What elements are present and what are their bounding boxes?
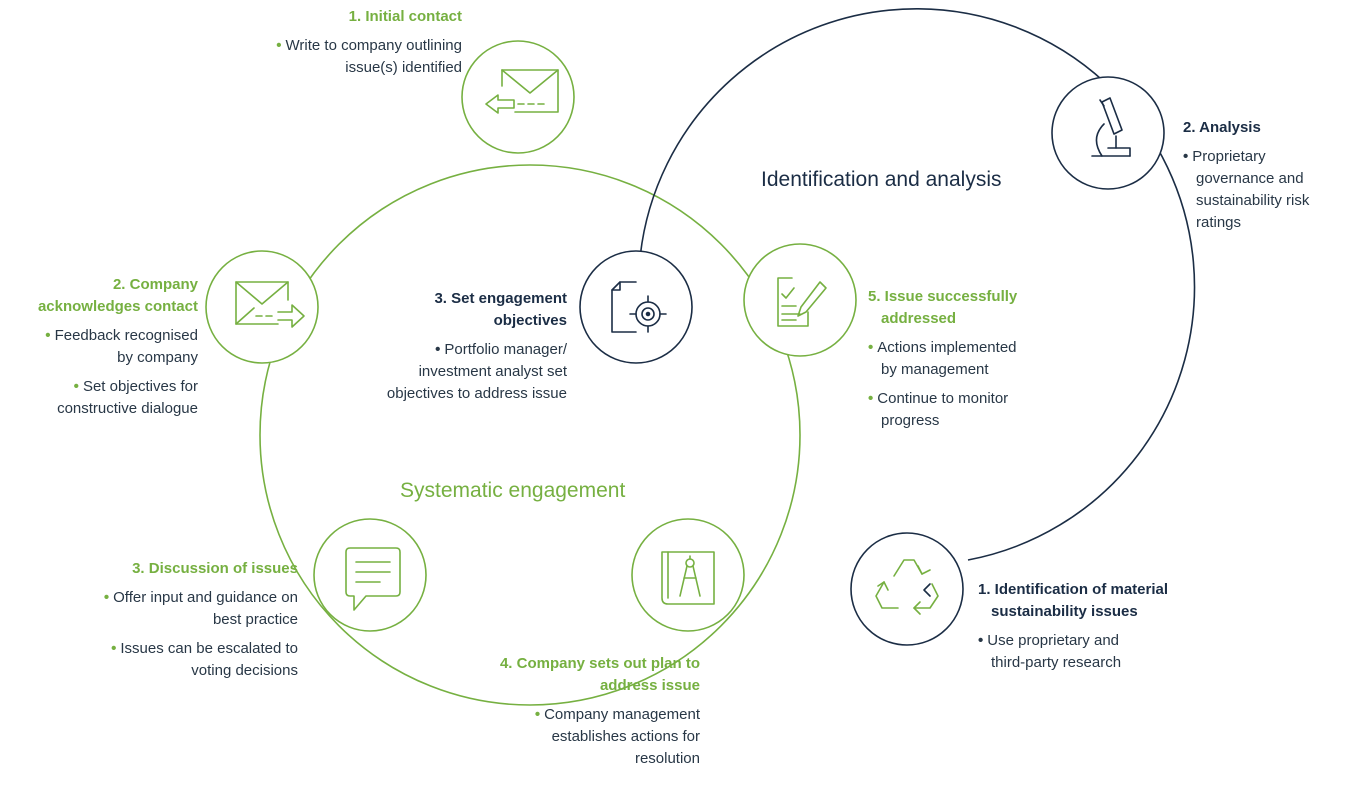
acknowledges-text: 2. Company acknowledges contact •Feedbac… — [0, 274, 198, 420]
bullet-text: progress — [881, 412, 940, 429]
step-title: acknowledges contact — [37, 298, 198, 315]
step-title: 1. Initial contact — [348, 8, 462, 25]
engagement-cycle-title: Systematic engagement — [400, 479, 626, 502]
bullet-text: by company — [117, 349, 198, 366]
resolved-text: 5. Issue successfully addressed •Actions… — [868, 286, 1088, 432]
initial-contact-text: 1. Initial contact •Write to company out… — [202, 6, 462, 79]
blueprint-compass-icon — [661, 551, 715, 605]
step-bullet: •Portfolio manager/ investment analyst s… — [327, 339, 567, 405]
step-bullet: •Proprietary governance and sustainabili… — [1183, 146, 1348, 234]
step-bullet: •Write to company outlining issue(s) ide… — [202, 35, 462, 79]
step-bullet: •Company management establishes actions … — [440, 704, 700, 770]
bullet-text: Continue to monitor — [877, 390, 1009, 407]
bullet-text: issue(s) identified — [345, 59, 462, 76]
initial-contact-node — [461, 40, 575, 154]
bullet-text: Use proprietary and — [987, 632, 1119, 649]
bullet-text: Issues can be escalated to — [120, 640, 298, 657]
step-title: sustainability issues — [991, 603, 1138, 620]
step-title: 1. Identification of material — [978, 581, 1169, 598]
resolved-node — [743, 243, 857, 357]
bullet-text: resolution — [634, 750, 700, 767]
bullet-text: Offer input and guidance on — [113, 589, 298, 606]
bullet-text: Company management — [544, 706, 700, 723]
objectives-text: 3. Set engagement objectives •Portfolio … — [327, 288, 567, 405]
step-title: 2. Analysis — [1183, 119, 1261, 136]
bullet-text: Proprietary — [1192, 148, 1266, 165]
plan-node — [631, 518, 745, 632]
step-title: 5. Issue successfully — [868, 288, 1018, 305]
acknowledges-node — [205, 250, 319, 364]
recycle-icon — [875, 559, 939, 615]
bullet-text: governance and — [1196, 170, 1304, 187]
bullet-text: constructive dialogue — [57, 400, 198, 417]
step-title: 3. Discussion of issues — [132, 560, 298, 577]
speech-bubble-icon — [345, 547, 401, 611]
discussion-text: 3. Discussion of issues •Offer input and… — [38, 558, 298, 682]
step-bullet: •Use proprietary and third-party researc… — [978, 630, 1238, 674]
discussion-node — [313, 518, 427, 632]
step-bullet: •Feedback recognised by company — [0, 325, 198, 369]
step-bullet: •Actions implemented by management — [868, 337, 1088, 381]
step-bullet: •Offer input and guidance on best practi… — [38, 587, 298, 631]
step-title: addressed — [881, 310, 957, 327]
identification-text: 1. Identification of material sustainabi… — [978, 579, 1238, 674]
identification-node — [850, 532, 964, 646]
engagement-cycle-ring — [259, 164, 801, 706]
bullet-text: ratings — [1196, 214, 1242, 231]
envelope-outgoing-icon — [235, 281, 305, 328]
step-title: objectives — [493, 312, 567, 329]
bullet-text: Actions implemented — [877, 339, 1017, 356]
bullet-text: voting decisions — [191, 662, 298, 679]
step-title: 2. Company — [112, 276, 198, 293]
bullet-text: best practice — [212, 611, 298, 628]
document-target-icon — [611, 281, 667, 333]
bullet-text: by management — [881, 361, 989, 378]
objectives-node — [579, 250, 693, 364]
plan-text: 4. Company sets out plan to address issu… — [440, 653, 700, 770]
step-bullet: •Continue to monitor progress — [868, 388, 1088, 432]
analysis-node — [1051, 76, 1165, 190]
step-title: 3. Set engagement — [434, 290, 567, 307]
step-title: 4. Company sets out plan to — [499, 655, 700, 672]
checklist-pen-icon — [777, 277, 827, 327]
analysis-text: 2. Analysis •Proprietary governance and … — [1183, 117, 1348, 234]
bullet-text: objectives to address issue — [386, 385, 567, 402]
bullet-text: Feedback recognised — [54, 327, 198, 344]
bullet-text: Write to company outlining — [285, 37, 462, 54]
bullet-text: establishes actions for — [551, 728, 700, 745]
step-bullet: •Issues can be escalated to voting decis… — [38, 638, 298, 682]
bullet-text: investment analyst set — [418, 363, 567, 380]
step-title: address issue — [599, 677, 700, 694]
step-bullet: •Set objectives for constructive dialogu… — [0, 376, 198, 420]
bullet-text: Set objectives for — [82, 378, 198, 395]
analysis-cycle-title: Identification and analysis — [761, 168, 1002, 191]
bullet-text: Portfolio manager/ — [444, 341, 567, 358]
envelope-incoming-icon — [485, 69, 559, 114]
bullet-text: sustainability risk — [1196, 192, 1310, 209]
bullet-text: third-party research — [991, 654, 1122, 671]
microscope-icon — [1091, 97, 1131, 157]
